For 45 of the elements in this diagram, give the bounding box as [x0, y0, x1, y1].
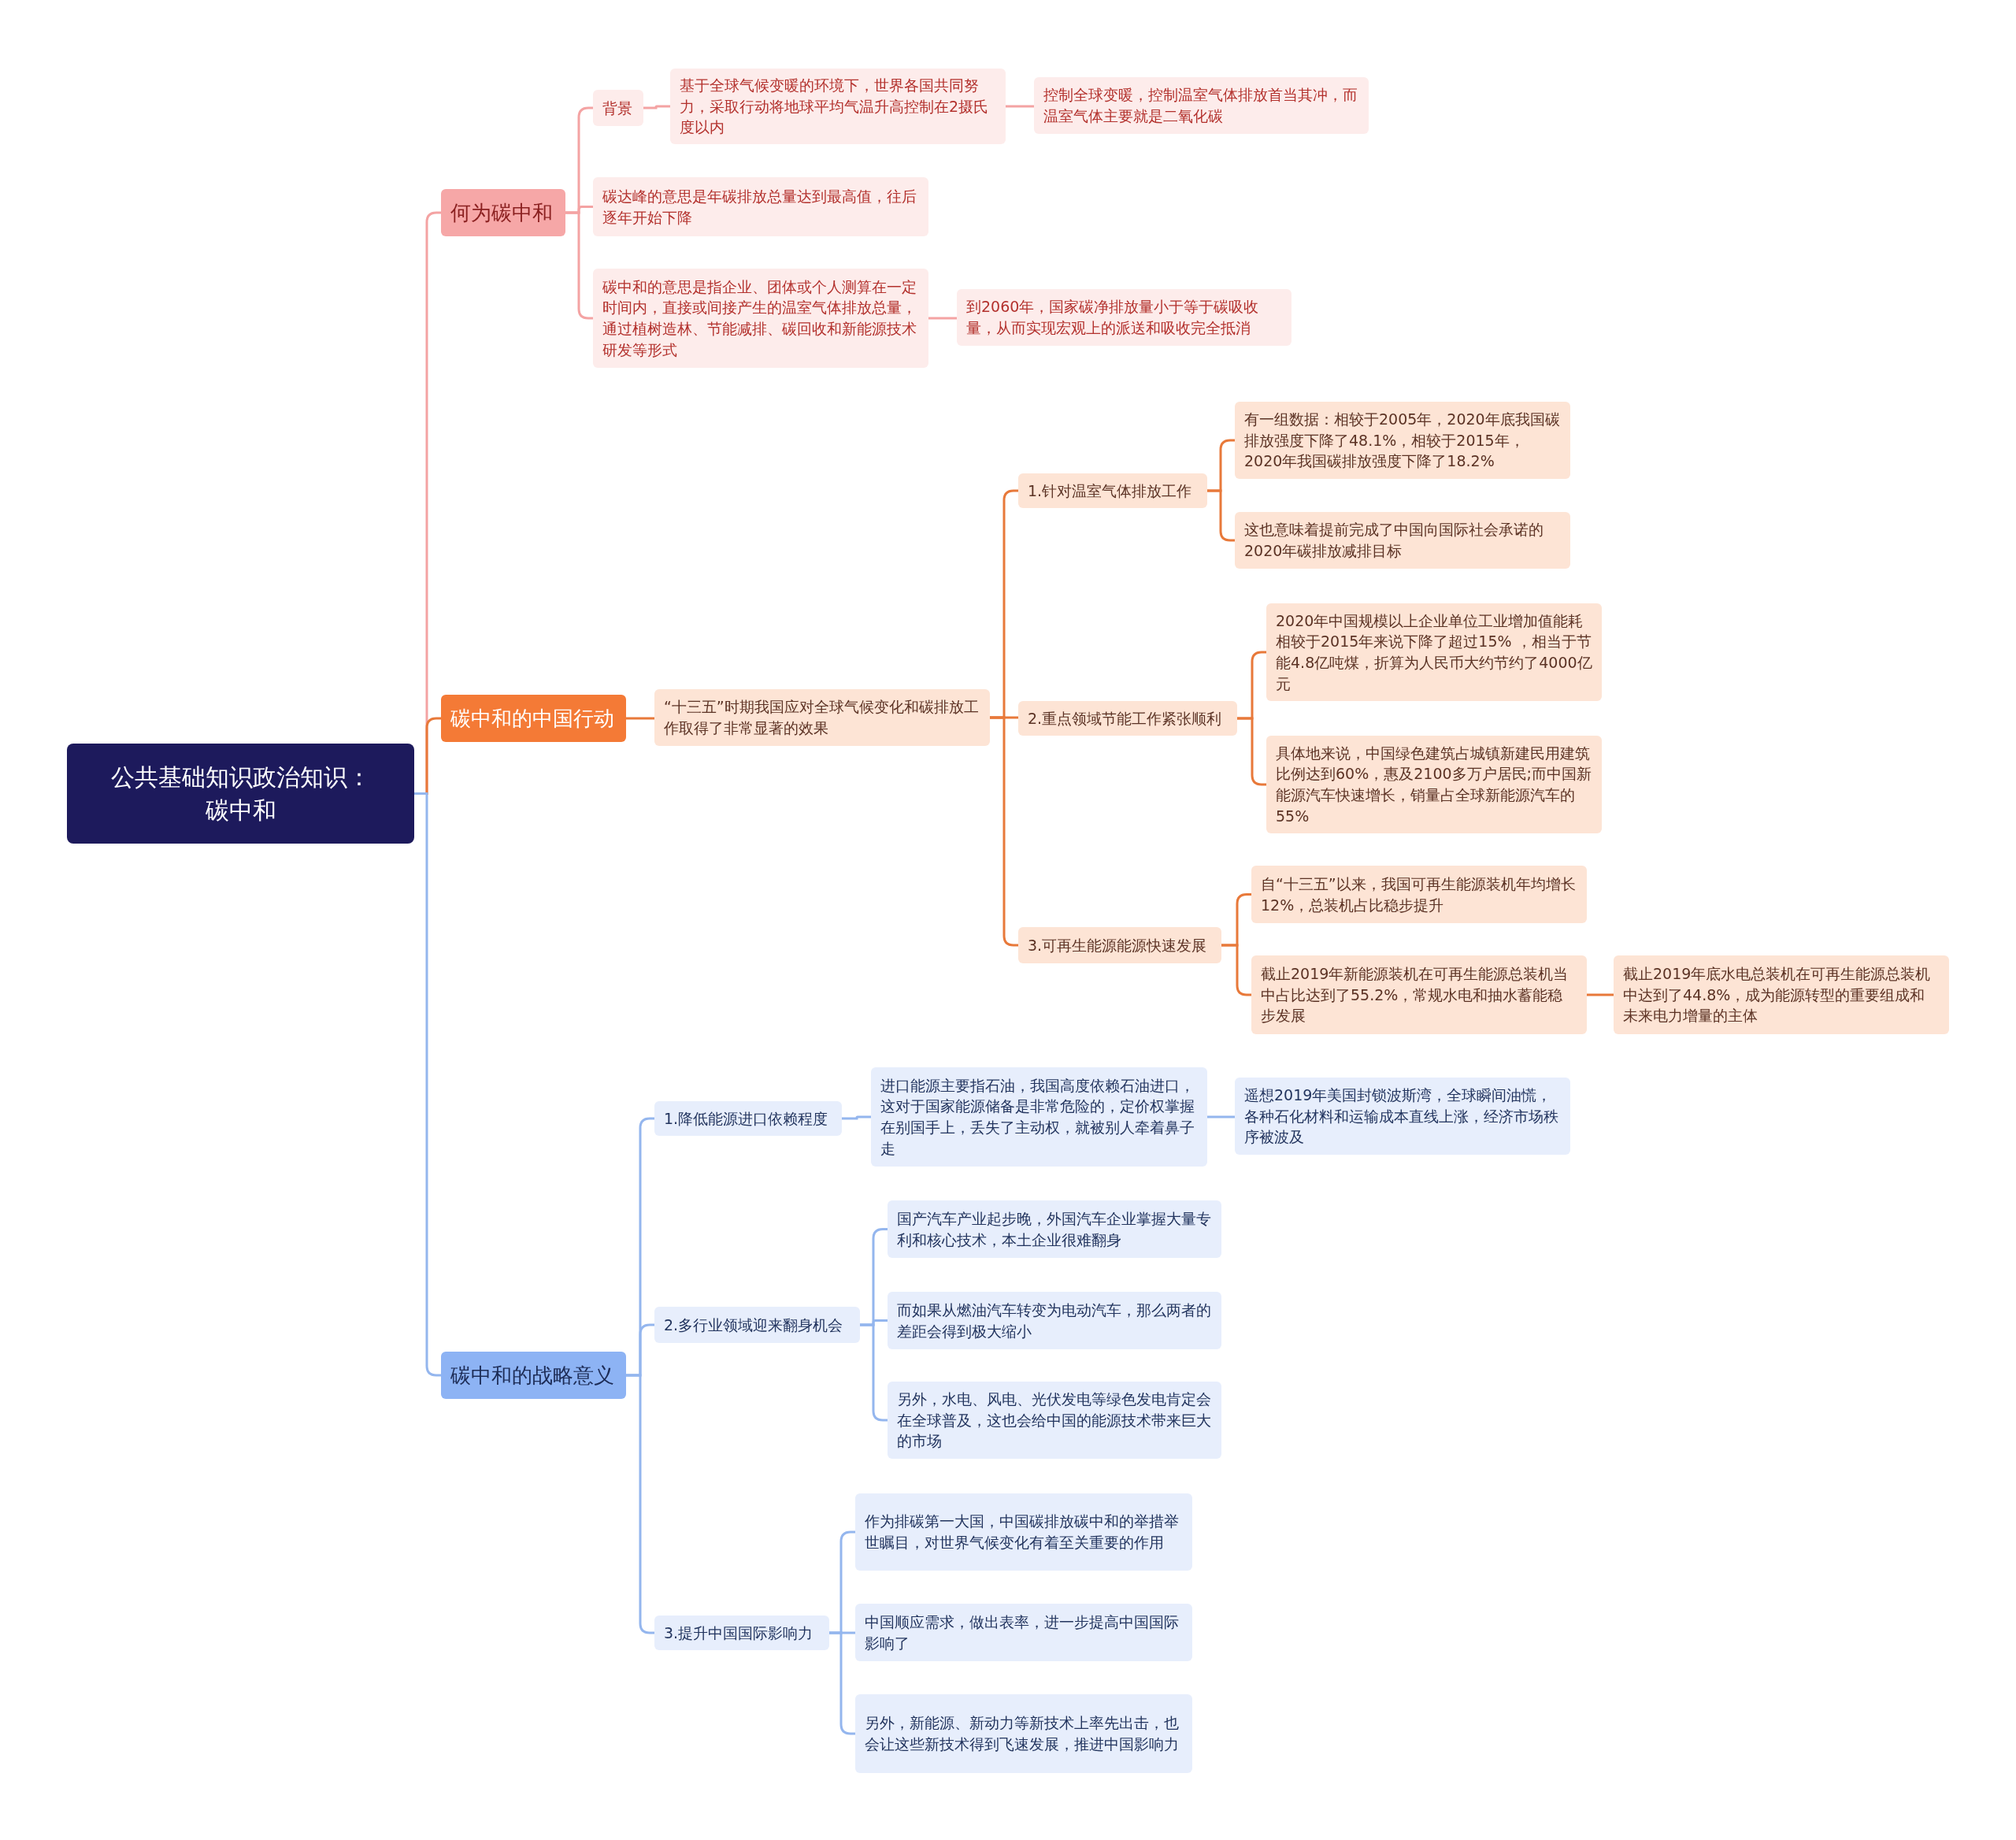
connector-line [860, 1323, 888, 1422]
connector-line [842, 1115, 871, 1120]
note-box: 2020年中国规模以上企业单位工业增加值能耗相较于2015年来说下降了超过15% ，相当于节能4.8亿吨煤，折算为人民币大约节约了4000亿元 [1266, 603, 1602, 701]
note-box: 另外，水电、风电、光伏发电等绿色发电肯定会在全球普及，这也会给中国的能源技术带来巨大的市场 [888, 1382, 1221, 1459]
note-box: 到2060年，国家碳净排放量小于等于碳吸收量，从而实现宏观上的派送和吸收完全抵消 [957, 289, 1292, 346]
note-box: 另外，新能源、新动力等新技术上率先出击，也会让这些新技术得到飞速发展，推进中国影响力 [855, 1694, 1192, 1773]
connector-line [829, 1631, 855, 1735]
connector-line [565, 211, 593, 320]
subtopic-box: 3.提升中国国际影响力 [654, 1616, 829, 1650]
subtopic-box: 2.多行业领域迎来翻身机会 [654, 1307, 860, 1343]
note-box: 进口能源主要指石油，我国高度依赖石油进口，这对于国家能源储备是非常危险的，定价权掌握在别国手上，丢失了主动权，就被别人牵着鼻子走 [871, 1067, 1207, 1167]
note-box: 基于全球气候变暖的环境下，世界各国共同努力，采取行动将地球平均气温升高控制在2摄氏度以内 [670, 69, 1006, 144]
note-box: 自“十三五”以来，我国可再生能源装机年均增长12%，总装机占比稳步提升 [1251, 866, 1587, 923]
note-box: 中国顺应需求，做出表率，进一步提高中国国际影响了 [855, 1604, 1192, 1661]
subtopic-box: 1.针对温室气体排放工作 [1018, 473, 1207, 508]
note-box: 具体地来说，中国绿色建筑占城镇新建民用建筑比例达到60%，惠及2100多万户居民;而中国新能源汽车快速增长，销量占全球新能源汽车的55% [1266, 736, 1602, 833]
subtopic-box: 1.降低能源进口依赖程度 [654, 1101, 842, 1136]
connector-line [928, 317, 957, 320]
connector-line [1006, 105, 1034, 108]
note-box: 截止2019年底水电总装机在可再生能源总装机中达到了44.8%，成为能源转型的重要组成和未来电力增量的主体 [1614, 955, 1949, 1034]
subtopic-box: 3.可再生能源能源快速发展 [1018, 927, 1221, 963]
note-box: 碳中和的意思是指企业、团体或个人测算在一定时间内，直接或间接产生的温室气体排放总量，通过植树造林、节能减排、碳回收和新能源技术研发等形式 [593, 269, 928, 368]
note-box: 控制全球变暖，控制温室气体排放首当其冲，而温室气体主要就是二氧化碳 [1034, 77, 1369, 134]
topic-box: 何为碳中和 [441, 189, 565, 236]
connector-line [626, 1374, 654, 1634]
note-box: “十三五”时期我国应对全球气候变化和碳排放工作取得了非常显著的效果 [654, 689, 990, 746]
topic-box: 碳中和的战略意义 [441, 1352, 626, 1399]
note-box: 这也意味着提前完成了中国向国际社会承诺的2020年碳排放减排目标 [1235, 512, 1570, 569]
connector-line [1207, 1115, 1235, 1118]
note-box: 截止2019年新能源装机在可再生能源总装机当中占比达到了55.2%，常规水电和抽水蓄能稳步发展 [1251, 955, 1587, 1034]
note-box: 作为排碳第一大国，中国碳排放碳中和的举措举世瞩目，对世界气候变化有着至关重要的作用 [855, 1493, 1192, 1571]
note-box: 有一组数据：相较于2005年，2020年底我国碳排放强度下降了48.1%，相较于2015年，2020年我国碳排放强度下降了18.2% [1235, 402, 1570, 479]
connector-line [626, 717, 654, 720]
root-topic: 公共基础知识政治知识：碳中和 [67, 744, 414, 844]
connector-line [1221, 944, 1251, 996]
subtopic-box: 2.重点领域节能工作紧张顺利 [1018, 701, 1237, 736]
connector-line [1207, 489, 1235, 542]
note-box: 碳达峰的意思是年碳排放总量达到最高值，往后逐年开始下降 [593, 177, 928, 236]
topic-box: 碳中和的中国行动 [441, 695, 626, 742]
subtopic-box: 背景 [593, 90, 643, 126]
connector-line [643, 105, 670, 109]
connector-line [1587, 993, 1614, 996]
note-box: 国产汽车产业起步晚，外国汽车企业掌握大量专利和核心技术，本土企业很难翻身 [888, 1200, 1221, 1258]
note-box: 遥想2019年美国封锁波斯湾，全球瞬间油慌，各种石化材料和运输成本直线上涨，经济市场秩序被波及 [1235, 1078, 1570, 1155]
note-box: 而如果从燃油汽车转变为电动汽车，那么两者的差距会得到极大缩小 [888, 1292, 1221, 1349]
